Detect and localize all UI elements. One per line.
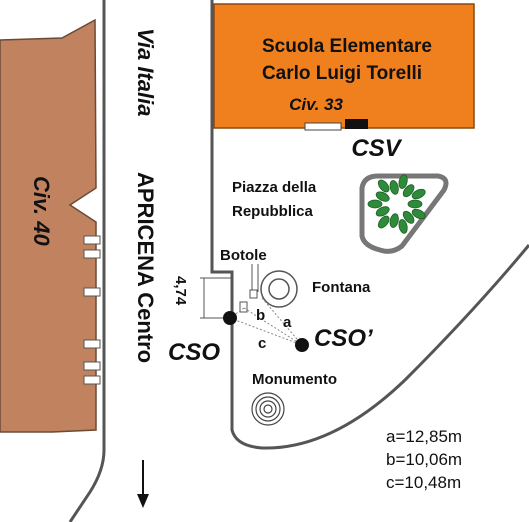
segment-b-label: b xyxy=(256,307,265,324)
point-cso-marker xyxy=(223,311,237,325)
fountain-icon xyxy=(260,270,298,308)
legend-line2: b=10,06m xyxy=(386,450,462,469)
tree-leaf xyxy=(411,208,426,220)
street-edge-left xyxy=(68,0,106,522)
tree-leaf xyxy=(407,199,423,209)
block-outline xyxy=(210,0,529,450)
piazza-name-line1: Piazza della xyxy=(232,179,317,196)
school-name-line1: Scuola Elementare xyxy=(262,36,432,57)
botole-label: Botole xyxy=(220,247,267,264)
point-cso-prime-marker xyxy=(295,338,309,352)
school-civic: Civ. 33 xyxy=(289,95,343,114)
tree-leaf xyxy=(389,213,399,228)
tree-leaf xyxy=(402,210,415,224)
tree-leaf xyxy=(398,219,408,234)
legend-line3: c=10,48m xyxy=(386,473,461,492)
building-civ40-label: Civ. 40 xyxy=(29,176,54,246)
segment-c-label: c xyxy=(258,335,266,352)
fontana-label: Fontana xyxy=(312,279,371,296)
tree-leaf xyxy=(375,191,390,202)
tree-leaf xyxy=(375,206,390,217)
tree-leaf xyxy=(377,215,390,229)
tree-center xyxy=(389,195,407,213)
measure-vertical-label: 4,74 xyxy=(172,276,189,306)
building-civ40: Civ. 40 xyxy=(0,18,101,433)
street-name-line1: Via Italia xyxy=(133,28,158,116)
entrance-black xyxy=(345,119,368,129)
tree-leaf xyxy=(411,188,426,200)
school-name-line2: Carlo Luigi Torelli xyxy=(262,63,422,84)
street-name-line2: APRICENA Centro xyxy=(133,172,158,363)
point-csv-label: CSV xyxy=(351,135,402,162)
building-school: Scuola Elementare Carlo Luigi Torelli Ci… xyxy=(213,3,475,131)
tree-leaf xyxy=(398,174,408,189)
entrance-white xyxy=(304,122,342,131)
point-cso-prime-label: CSO’ xyxy=(314,325,373,352)
tree-leaf xyxy=(367,199,383,209)
tree-leaf xyxy=(377,179,390,193)
monument-icon xyxy=(251,392,285,426)
garden-bed xyxy=(359,173,449,254)
tree-icon xyxy=(367,174,426,234)
measurement-legend: a=12,85m b=10,06m c=10,48m xyxy=(386,427,462,492)
segment-a-label: a xyxy=(283,314,292,331)
tree-leaf xyxy=(389,180,399,195)
tree-leaf xyxy=(402,184,415,198)
measure-lines xyxy=(229,297,303,346)
monumento-label: Monumento xyxy=(252,371,337,388)
point-cso-label: CSO xyxy=(168,339,220,366)
arrow-down-icon xyxy=(137,460,149,508)
botole-hatches xyxy=(239,264,259,313)
piazza-name-line2: Repubblica xyxy=(232,203,314,220)
legend-line1: a=12,85m xyxy=(386,427,462,446)
